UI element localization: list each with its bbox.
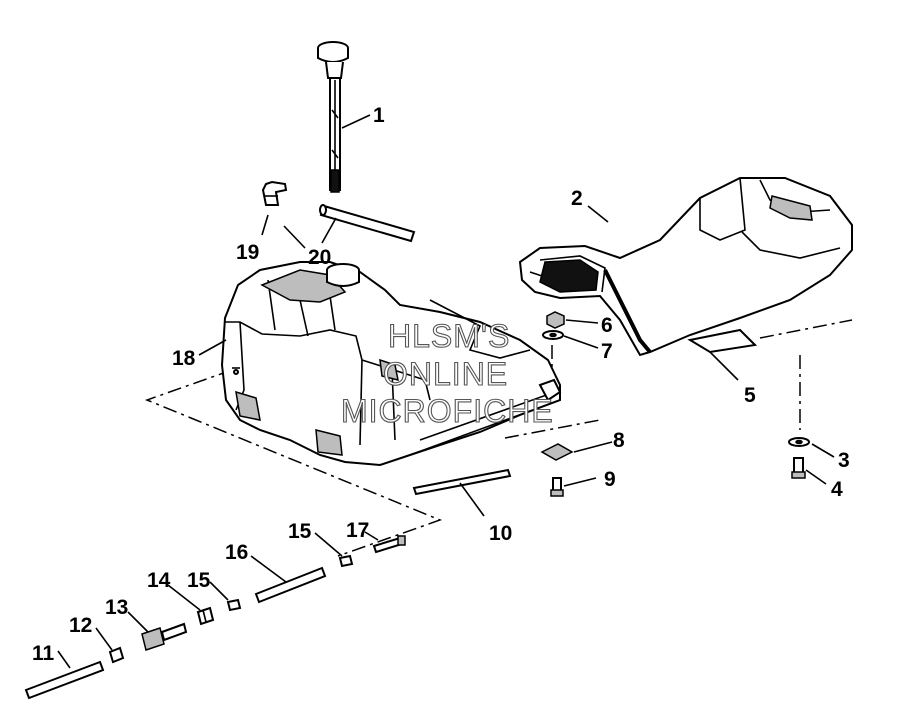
watermark: HLSM'S ONLINE MICROFICHE bbox=[340, 317, 554, 429]
callout-11: 11 bbox=[32, 642, 55, 665]
callout-6: 6 bbox=[601, 314, 613, 337]
bushing-15-upper bbox=[338, 554, 354, 568]
plate-8 bbox=[540, 443, 574, 461]
pin-17 bbox=[372, 535, 406, 554]
callout-20: 20 bbox=[308, 246, 331, 269]
callout-9: 9 bbox=[604, 468, 616, 491]
callout-1: 1 bbox=[373, 104, 385, 127]
callout-7: 7 bbox=[601, 340, 613, 363]
callout-18: 18 bbox=[172, 347, 196, 370]
fitting-13 bbox=[141, 622, 188, 651]
callout-labels: 1 2 3 4 5 6 7 8 9 10 11 12 13 14 15 16 1… bbox=[32, 104, 850, 665]
callout-16: 16 bbox=[225, 541, 248, 564]
watermark-line-1: HLSM'S bbox=[388, 318, 510, 354]
vent-hose-20 bbox=[319, 204, 416, 243]
fuel-gauge-sender bbox=[317, 41, 349, 193]
callout-3: 3 bbox=[838, 449, 850, 472]
bolt-4 bbox=[791, 457, 806, 479]
callout-13: 13 bbox=[105, 596, 128, 619]
callout-14: 14 bbox=[147, 569, 171, 592]
callout-2: 2 bbox=[571, 187, 583, 210]
callout-10: 10 bbox=[489, 522, 512, 545]
washer-3 bbox=[788, 437, 810, 447]
hose-16 bbox=[254, 566, 327, 604]
washer-7 bbox=[542, 330, 564, 340]
bushing-15-lower bbox=[226, 598, 242, 612]
grommet-14 bbox=[196, 606, 215, 626]
callout-15-upper: 15 bbox=[288, 520, 312, 543]
callout-8: 8 bbox=[613, 429, 625, 452]
watermark-line-3: MICROFICHE bbox=[341, 393, 554, 429]
hose-11 bbox=[24, 660, 105, 700]
watermark-line-2: ONLINE bbox=[383, 356, 508, 392]
callout-4: 4 bbox=[831, 478, 843, 501]
nut-6 bbox=[546, 311, 565, 329]
elbow-fitting-19 bbox=[261, 180, 288, 206]
fuel-tank-18 bbox=[220, 261, 562, 467]
strip-10 bbox=[412, 468, 512, 496]
callout-17: 17 bbox=[346, 519, 369, 542]
callout-12: 12 bbox=[69, 614, 92, 637]
bolt-9 bbox=[550, 477, 564, 497]
leader-lines bbox=[57, 114, 835, 669]
callout-19: 19 bbox=[236, 241, 259, 264]
clip-12 bbox=[108, 646, 125, 664]
callout-5: 5 bbox=[744, 384, 756, 407]
seat-2 bbox=[518, 177, 853, 357]
callout-15-lower: 15 bbox=[187, 569, 211, 592]
